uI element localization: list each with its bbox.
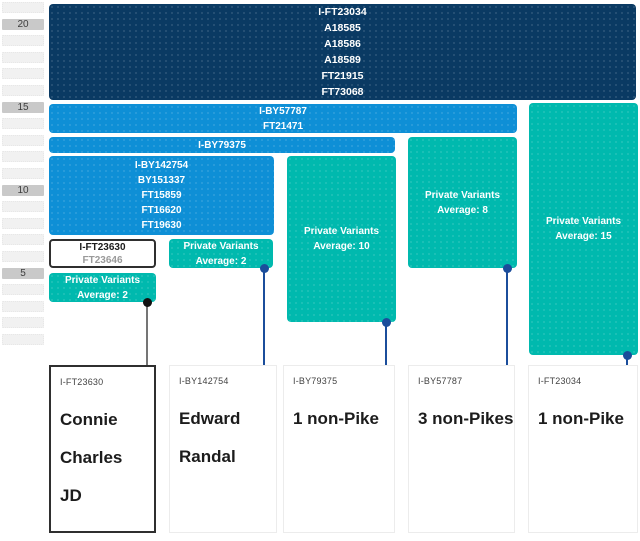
- axis-label: 20: [2, 18, 44, 30]
- axis-skeleton-row: [2, 168, 44, 179]
- axis-skeleton-row: [2, 151, 44, 163]
- card-name-line: Edward: [179, 409, 241, 428]
- axis-label: 10: [2, 184, 44, 196]
- variant-name: FT21915: [321, 70, 364, 82]
- variant-name: A18585: [324, 22, 361, 34]
- axis-label: 5: [2, 267, 44, 279]
- connector-dot: [142, 297, 152, 307]
- variant-name: Private Variants: [424, 189, 501, 201]
- variant-name: FT23646: [82, 254, 123, 266]
- axis-skeleton-row: [2, 217, 44, 229]
- axis-label: 15: [2, 101, 44, 113]
- axis-skeleton-row: [2, 134, 44, 146]
- card-name-line: JD: [60, 486, 82, 505]
- variant-block[interactable]: I-BY79375: [49, 137, 395, 153]
- variant-name: Average: 10: [313, 241, 370, 252]
- axis-skeleton-row: [2, 317, 44, 329]
- variant-name: I-FT23034: [318, 6, 367, 18]
- variant-name: Private Variants: [303, 226, 380, 237]
- variant-name: Average: 15: [555, 231, 612, 242]
- axis-skeleton-row: [2, 51, 44, 63]
- variant-name: Private Variants: [545, 216, 622, 227]
- variant-name: I-FT23630: [79, 241, 126, 253]
- variant-name: FT73068: [321, 86, 364, 98]
- card-name-line: 1 non-Pike: [538, 409, 624, 428]
- axis-skeleton-row: [2, 35, 44, 47]
- card-names: 3 non-Pikes: [418, 400, 514, 438]
- axis-skeleton-row: [2, 85, 44, 96]
- person-card[interactable]: I-BY79375 1 non-Pike: [283, 365, 395, 533]
- axis-skeleton-row: [2, 201, 44, 213]
- card-name-line: 3 non-Pikes: [418, 409, 514, 428]
- connector-dot: [622, 350, 632, 360]
- person-card[interactable]: I-FT23034 1 non-Pike: [528, 365, 638, 533]
- card-branch-id: I-BY79375: [293, 376, 338, 386]
- variant-name: FT16620: [141, 205, 182, 216]
- card-names: 1 non-Pike: [293, 400, 390, 438]
- card-branch-id: I-FT23034: [538, 376, 582, 386]
- card-name-line: Connie: [60, 410, 118, 429]
- variant-name: I-BY57787: [259, 105, 307, 117]
- axis-skeleton-row: [2, 2, 44, 13]
- connector-dot: [259, 263, 269, 273]
- card-name-line: 1 non-Pike: [293, 409, 379, 428]
- connector-dot: [381, 317, 391, 327]
- axis-skeleton-row: [2, 284, 44, 296]
- card-names: 1 non-Pike: [538, 400, 633, 438]
- variant-name: Average: 8: [437, 204, 488, 216]
- connector-line: [506, 268, 508, 365]
- axis-skeleton-row: [2, 334, 44, 345]
- variant-name: FT21471: [262, 120, 304, 132]
- card-branch-id: I-BY57787: [418, 376, 463, 386]
- card-name-line: Randal: [179, 447, 236, 466]
- axis-skeleton-row: [2, 300, 44, 312]
- connector-dot: [502, 263, 512, 273]
- variant-name: A18589: [324, 54, 361, 66]
- person-card[interactable]: I-BY57787 3 non-Pikes: [408, 365, 515, 533]
- card-branch-id: I-BY142754: [179, 376, 229, 386]
- axis-skeleton-row: [2, 251, 44, 262]
- card-name-line: Charles: [60, 448, 123, 467]
- connector-line: [626, 355, 628, 365]
- axis-skeleton-row: [2, 68, 44, 80]
- variant-name: FT15859: [141, 190, 182, 201]
- variant-name: Private Variants: [183, 240, 259, 252]
- axis-skeleton-row: [2, 118, 44, 130]
- variant-name: I-BY142754: [134, 160, 189, 171]
- variant-name: Average: 2: [195, 255, 247, 267]
- variant-name: FT19630: [141, 220, 182, 231]
- connector-line: [146, 302, 148, 365]
- axis-skeleton-row: [2, 234, 44, 246]
- connector-line: [385, 322, 387, 365]
- variant-name: Average: 2: [77, 289, 128, 301]
- variant-name: A18586: [324, 38, 361, 50]
- card-branch-id: I-FT23630: [60, 377, 104, 387]
- variant-name: BY151337: [137, 175, 186, 186]
- variant-name: I-BY79375: [198, 139, 246, 151]
- variant-name: Private Variants: [64, 274, 141, 286]
- connector-line: [263, 268, 265, 365]
